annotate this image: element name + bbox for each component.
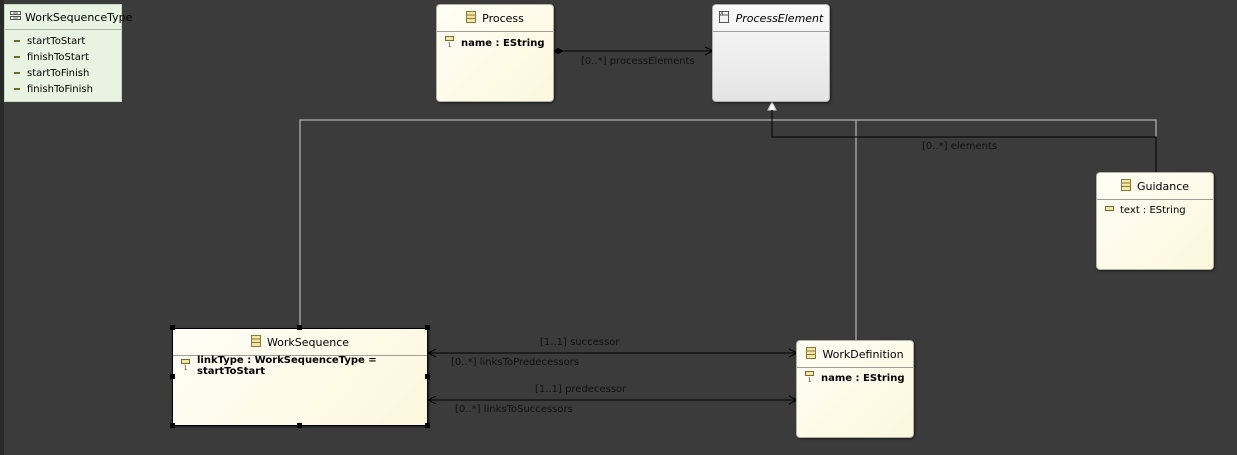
enum-literal[interactable]: startToStart (5, 33, 121, 49)
enum-header: WorkSequenceType (5, 5, 132, 30)
selection-handle[interactable] (170, 423, 175, 428)
selection-handle[interactable] (297, 325, 302, 330)
enum-worksequencetype[interactable]: WorkSequenceType startToStart finishToSt… (4, 4, 132, 102)
class-guidance[interactable]: Guidance text : EString (1096, 172, 1214, 270)
attribute-row[interactable]: 1 linkType : WorkSequenceType = startToS… (173, 355, 427, 377)
class-icon (466, 10, 477, 26)
selection-handle[interactable] (425, 423, 430, 428)
label-successor[interactable]: [1..1] successor (540, 337, 620, 348)
enum-icon (10, 10, 21, 24)
selection-handle[interactable] (425, 325, 430, 330)
class-header: Process (437, 5, 553, 32)
class-work-definition[interactable]: WorkDefinition 1 name : EString (796, 340, 914, 438)
literal-icon (14, 88, 20, 90)
label-process-elements[interactable]: [0..*] processElements (581, 56, 695, 67)
attribute-row[interactable]: text : EString (1097, 202, 1213, 218)
enum-literal[interactable]: startToFinish (5, 65, 121, 81)
class-icon (1120, 178, 1131, 194)
inheritance-lines (299, 110, 1157, 341)
svg-text:1: 1 (808, 378, 811, 383)
selection-handle[interactable] (425, 374, 430, 379)
class-header: WorkDefinition (797, 341, 913, 368)
inheritance-arrowhead (767, 100, 777, 111)
label-predecessor[interactable]: [1..1] predecessor (535, 384, 627, 395)
reference-process-elements (564, 46, 715, 56)
class-header: Guidance (1097, 173, 1213, 200)
inheritance-worksequence (299, 110, 773, 328)
class-process-element[interactable]: A ProcessElement (712, 4, 830, 102)
class-icon (250, 334, 261, 350)
class-process[interactable]: Process 1 name : EString (436, 4, 554, 102)
class-header: WorkSequence (173, 329, 427, 356)
enum-literal[interactable]: finishToFinish (5, 81, 121, 97)
reference-predecessor (426, 395, 799, 405)
class-icon (806, 346, 817, 362)
attribute-row[interactable]: 1 name : EString (797, 370, 913, 386)
selection-handle[interactable] (170, 325, 175, 330)
literal-icon (14, 56, 20, 58)
svg-text:1: 1 (184, 366, 187, 371)
attribute-row[interactable]: 1 name : EString (437, 35, 553, 51)
attribute-icon: 1 (445, 36, 456, 50)
label-elements[interactable]: [0..*] elements (922, 141, 998, 152)
attribute-icon: 1 (181, 359, 192, 373)
composition-diamond (553, 48, 564, 54)
class-name: ProcessElement (735, 11, 824, 25)
reference-successor (426, 348, 799, 358)
class-name: WorkDefinition (822, 347, 904, 361)
attribute-icon: 1 (805, 371, 816, 385)
class-name: Guidance (1136, 179, 1190, 193)
svg-text:1: 1 (448, 43, 451, 48)
literal-icon (14, 72, 20, 74)
class-header: A ProcessElement (713, 5, 829, 32)
selection-handle[interactable] (297, 423, 302, 428)
svg-text:A: A (719, 11, 723, 16)
class-work-sequence[interactable]: WorkSequence 1 linkType : WorkSequenceTy… (172, 328, 428, 426)
class-name: Process (482, 11, 524, 25)
canvas-left-border (0, 0, 4, 455)
enum-literal[interactable]: finishToStart (5, 49, 121, 65)
label-links-to-successors[interactable]: [0..*] linksToSuccessors (455, 404, 573, 415)
literal-icon (14, 40, 20, 42)
abstract-class-icon: A (718, 10, 730, 26)
enum-name: WorkSequenceType (25, 10, 133, 24)
selection-handle[interactable] (170, 374, 175, 379)
class-name: WorkSequence (266, 335, 350, 349)
label-links-to-predecessors[interactable]: [0..*] linksToPredecessors (451, 357, 580, 368)
reference-elements (771, 110, 1157, 173)
attribute-icon (1105, 205, 1115, 216)
